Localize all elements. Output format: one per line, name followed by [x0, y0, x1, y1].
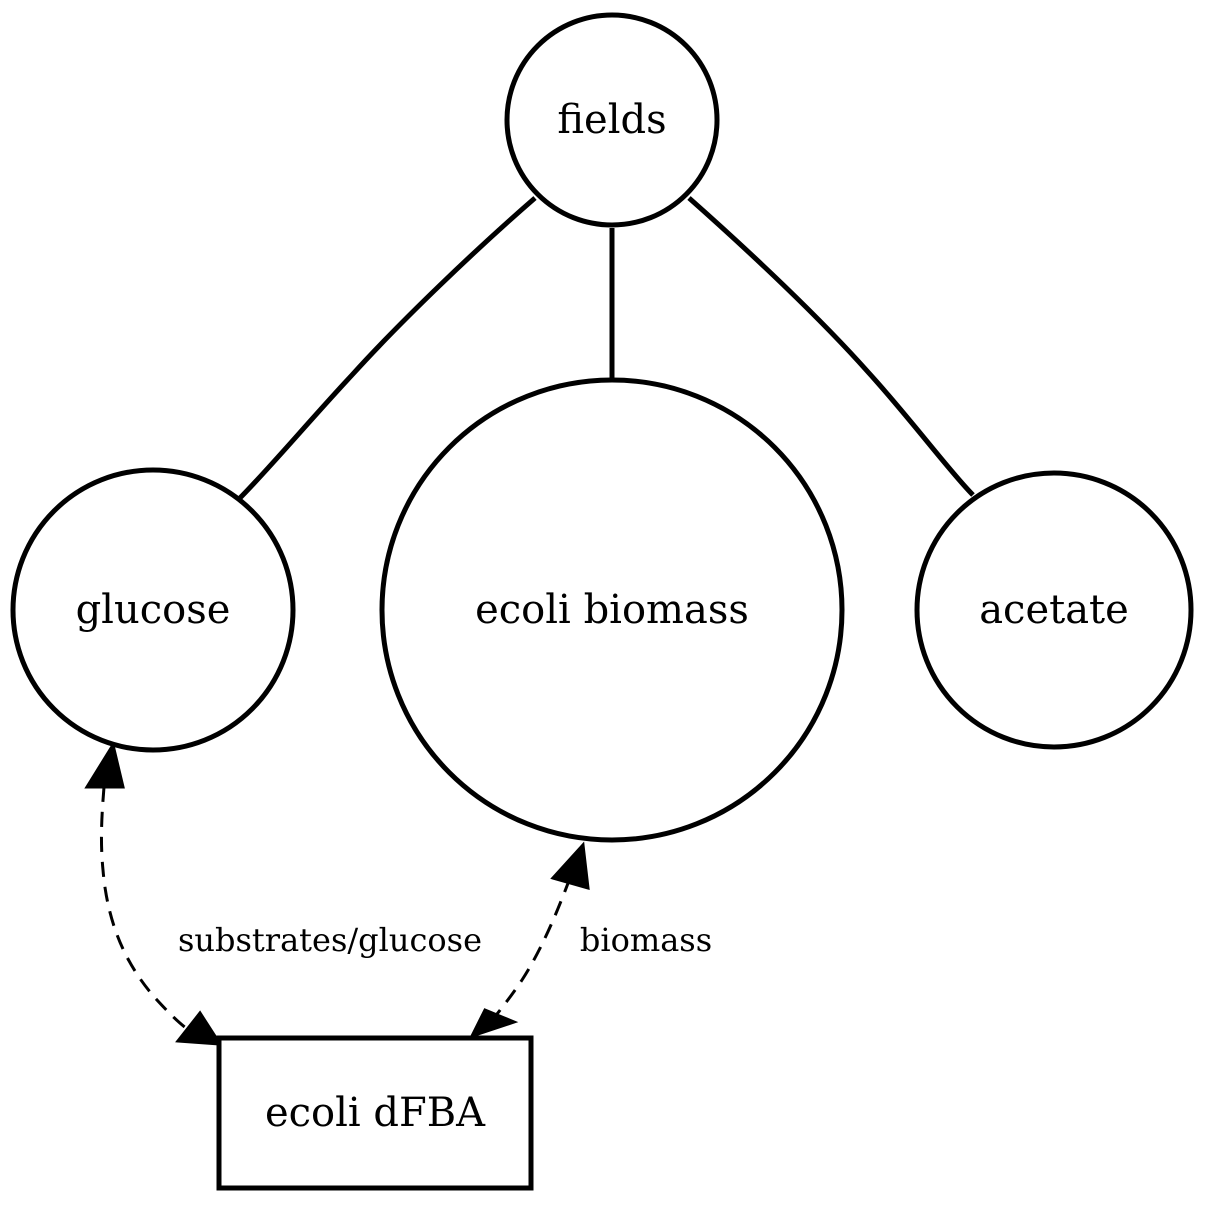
- arrowhead-glucose-up: [84, 741, 125, 789]
- node-glucose[interactable]: glucose: [10, 467, 296, 753]
- node-ecoli-dfba-label: ecoli dFBA: [265, 1090, 486, 1136]
- arrowhead-biomass-up: [550, 841, 590, 891]
- node-acetate[interactable]: acetate: [914, 470, 1194, 750]
- edge-label-substrates-glucose: substrates/glucose: [178, 921, 482, 959]
- edge-fields-acetate: [687, 196, 975, 497]
- node-ecoli-biomass-label: ecoli biomass: [475, 587, 749, 633]
- node-ecoli-dfba[interactable]: ecoli dFBA: [216, 1035, 534, 1191]
- arrowhead-dfba-right: [469, 1008, 519, 1039]
- node-glucose-label: glucose: [76, 587, 231, 633]
- node-fields[interactable]: fields: [504, 12, 720, 228]
- node-ecoli-dfba-box: [216, 1035, 534, 1191]
- edge-fields-glucose: [236, 196, 537, 502]
- node-fields-label: fields: [557, 97, 666, 143]
- node-ecoli-biomass[interactable]: ecoli biomass: [379, 377, 845, 843]
- edge-glucose-dfba: [99, 786, 187, 1030]
- node-acetate-circle: [914, 470, 1194, 750]
- edge-biomass-dfba: [492, 877, 572, 1019]
- node-ecoli-biomass-circle: [379, 377, 845, 843]
- node-glucose-circle: [10, 467, 296, 753]
- edge-label-biomass: biomass: [580, 921, 712, 959]
- arrowhead-dfba-left: [175, 1010, 223, 1046]
- node-fields-circle: [504, 12, 720, 228]
- node-acetate-label: acetate: [979, 587, 1129, 633]
